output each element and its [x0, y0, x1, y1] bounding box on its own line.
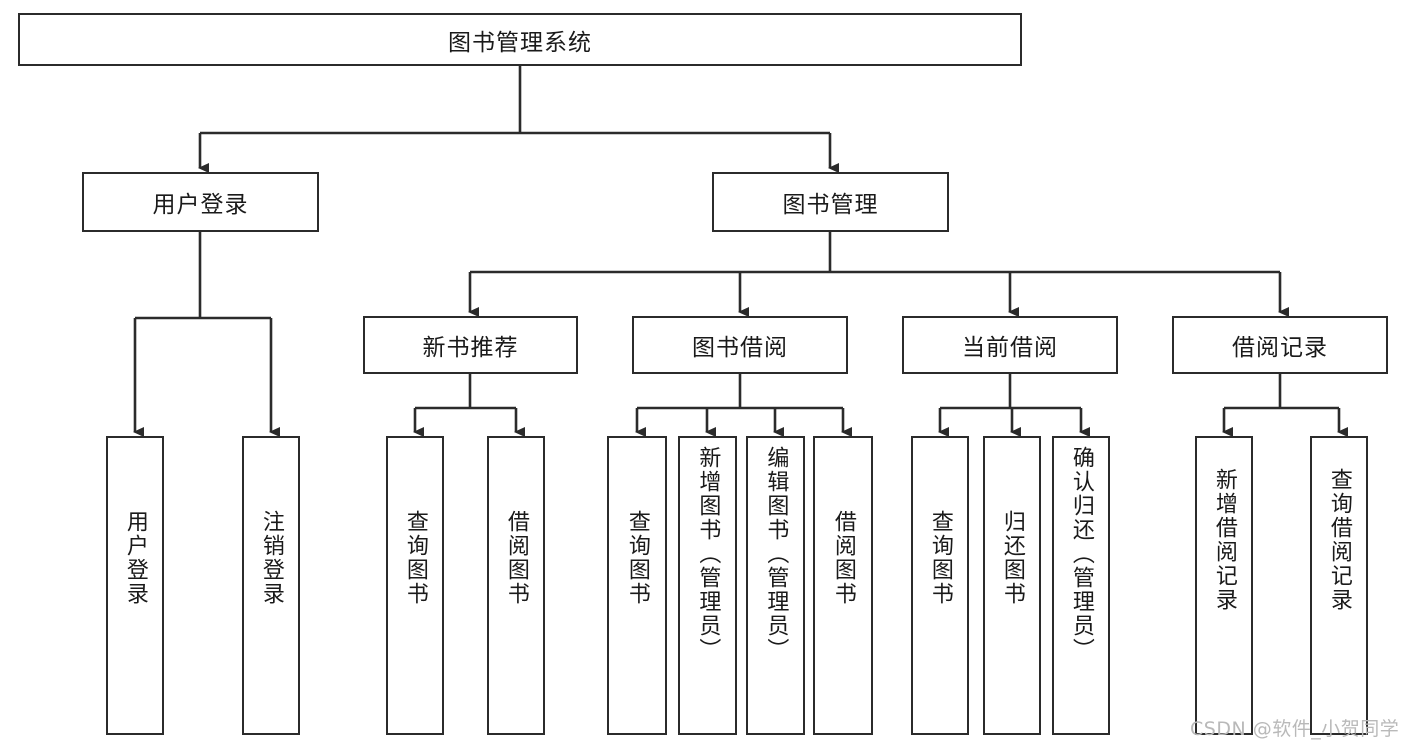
node-current-borrow-label: 当前借阅	[962, 335, 1058, 361]
node-leaf-add-borrow-record-label: 新增借阅记录	[1211, 468, 1237, 612]
node-user-login-label: 用户登录	[152, 192, 249, 218]
node-leaf-edit-book-admin-label: 编辑图书（管理员）	[763, 446, 789, 662]
node-borrow-records[interactable]: 借阅记录	[1172, 316, 1388, 374]
node-root-label: 图书管理系统	[448, 29, 592, 56]
node-leaf-user-logout[interactable]: 注销登录	[242, 436, 300, 735]
node-leaf-edit-book-admin[interactable]: 编辑图书（管理员）	[746, 436, 805, 735]
node-leaf-add-borrow-record[interactable]: 新增借阅记录	[1195, 436, 1253, 735]
node-leaf-borrow-book-label: 借阅图书	[830, 510, 856, 606]
node-leaf-query-books-current-label: 查询图书	[927, 510, 953, 606]
node-leaf-user-logout-label: 注销登录	[258, 510, 284, 606]
node-leaf-borrow-books-rec[interactable]: 借阅图书	[487, 436, 545, 735]
node-leaf-borrow-book[interactable]: 借阅图书	[813, 436, 873, 735]
node-leaf-query-books-current[interactable]: 查询图书	[911, 436, 969, 735]
node-current-borrow[interactable]: 当前借阅	[902, 316, 1118, 374]
node-leaf-borrow-books-rec-label: 借阅图书	[503, 510, 529, 606]
node-leaf-confirm-return-admin-label: 确认归还（管理员）	[1068, 446, 1094, 662]
node-leaf-return-book-label: 归还图书	[999, 510, 1025, 606]
node-new-book-recommend-label: 新书推荐	[422, 335, 519, 361]
node-user-login[interactable]: 用户登录	[82, 172, 319, 232]
node-borrow-records-label: 借阅记录	[1232, 335, 1328, 361]
node-leaf-query-books-borrow[interactable]: 查询图书	[607, 436, 667, 735]
node-leaf-add-book-admin[interactable]: 新增图书（管理员）	[678, 436, 737, 735]
node-leaf-query-borrow-record-label: 查询借阅记录	[1326, 468, 1352, 612]
node-leaf-query-borrow-record[interactable]: 查询借阅记录	[1310, 436, 1368, 735]
node-leaf-user-login-label: 用户登录	[122, 510, 148, 606]
node-new-book-recommend[interactable]: 新书推荐	[363, 316, 578, 374]
node-leaf-query-books-rec[interactable]: 查询图书	[386, 436, 444, 735]
node-root[interactable]: 图书管理系统	[18, 13, 1022, 66]
node-leaf-query-books-borrow-label: 查询图书	[624, 510, 650, 606]
node-book-borrow-label: 图书借阅	[692, 335, 788, 361]
node-leaf-add-book-admin-label: 新增图书（管理员）	[695, 446, 721, 662]
node-leaf-query-books-rec-label: 查询图书	[402, 510, 428, 606]
node-book-management-label: 图书管理	[782, 192, 879, 218]
csdn-watermark: CSDN @软件_小贺同学	[1190, 718, 1400, 740]
node-leaf-confirm-return-admin[interactable]: 确认归还（管理员）	[1052, 436, 1110, 735]
node-book-management[interactable]: 图书管理	[712, 172, 949, 232]
node-leaf-user-login[interactable]: 用户登录	[106, 436, 164, 735]
node-leaf-return-book[interactable]: 归还图书	[983, 436, 1041, 735]
node-book-borrow[interactable]: 图书借阅	[632, 316, 848, 374]
